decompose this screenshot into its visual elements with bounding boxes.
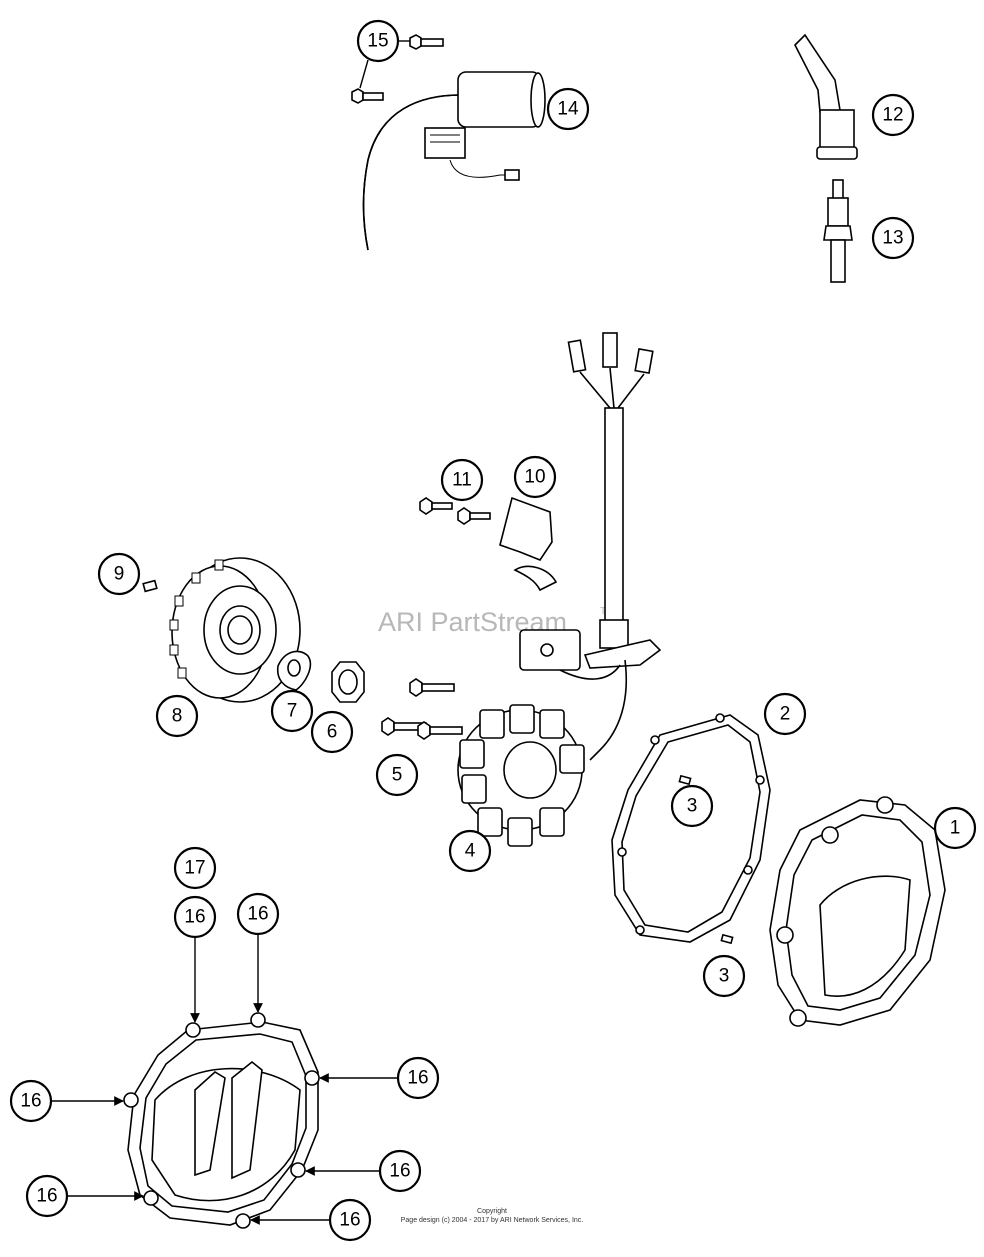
copyright-line-1: Copyright bbox=[477, 1208, 507, 1215]
callout-17[interactable]: 17 bbox=[173, 846, 217, 890]
callout-12[interactable]: 12 bbox=[871, 93, 915, 137]
copyright: Copyright Page design (c) 2004 - 2017 by… bbox=[401, 1208, 584, 1224]
callout-13-label: 13 bbox=[882, 228, 903, 249]
callout-2-label: 2 bbox=[780, 704, 791, 725]
callout-13[interactable]: 13 bbox=[871, 216, 915, 260]
callout-16-e[interactable]: 16 bbox=[378, 1149, 422, 1193]
callout-15-label: 15 bbox=[367, 31, 388, 52]
callout-15[interactable]: 15 bbox=[356, 19, 400, 63]
wiring-harness bbox=[519, 332, 662, 761]
callout-1[interactable]: 1 bbox=[933, 806, 977, 850]
callout-1-label: 1 bbox=[950, 818, 961, 839]
callout-11[interactable]: 11 bbox=[440, 458, 484, 502]
callout-2[interactable]: 2 bbox=[763, 692, 807, 736]
callout-16-f-label: 16 bbox=[36, 1186, 57, 1207]
part-8-flywheel bbox=[169, 557, 301, 703]
callout-3-lower-label: 3 bbox=[719, 966, 730, 987]
callout-16-a-label: 16 bbox=[184, 907, 205, 928]
callout-3-upper-label: 3 bbox=[687, 796, 698, 817]
part-7-washer bbox=[276, 650, 312, 691]
leader-lines bbox=[51, 40, 410, 1225]
callout-5-label: 5 bbox=[392, 765, 403, 786]
callout-12-label: 12 bbox=[882, 105, 903, 126]
callout-16-c[interactable]: 16 bbox=[396, 1056, 440, 1100]
callout-16-d[interactable]: 16 bbox=[9, 1079, 53, 1123]
callout-9-label: 9 bbox=[114, 564, 125, 585]
callout-9[interactable]: 9 bbox=[97, 552, 141, 596]
callout-5[interactable]: 5 bbox=[375, 753, 419, 797]
callout-16-b[interactable]: 16 bbox=[236, 892, 280, 936]
callout-10[interactable]: 10 bbox=[513, 455, 557, 499]
callout-14-label: 14 bbox=[557, 99, 579, 120]
callout-8[interactable]: 8 bbox=[155, 694, 199, 738]
callout-3-lower[interactable]: 3 bbox=[702, 954, 746, 998]
callout-14[interactable]: 14 bbox=[546, 87, 590, 131]
callout-4[interactable]: 4 bbox=[448, 829, 492, 873]
callout-16-d-label: 16 bbox=[20, 1091, 41, 1112]
callout-16-e-label: 16 bbox=[389, 1161, 410, 1182]
part-2-gasket bbox=[611, 713, 771, 943]
callout-7[interactable]: 7 bbox=[270, 689, 314, 733]
callout-16-a[interactable]: 16 bbox=[173, 895, 217, 939]
part-3-dowels bbox=[678, 774, 734, 945]
callout-11-label: 11 bbox=[452, 470, 472, 491]
part-12-plug-cap bbox=[794, 33, 858, 160]
part-4-stator bbox=[457, 704, 585, 847]
part-13-spark-plug bbox=[823, 179, 853, 283]
part-5-bolts bbox=[381, 678, 463, 740]
callout-6-label: 6 bbox=[327, 722, 338, 743]
callout-8-label: 8 bbox=[172, 706, 183, 727]
callout-3-upper[interactable]: 3 bbox=[670, 784, 714, 828]
part-14-ignition-coil bbox=[362, 71, 546, 251]
callout-16-f[interactable]: 16 bbox=[25, 1174, 69, 1218]
ignition-cover-front bbox=[123, 1012, 320, 1229]
callout-16-g[interactable]: 16 bbox=[328, 1198, 372, 1242]
copyright-line-2: Page design (c) 2004 - 2017 by ARI Netwo… bbox=[401, 1217, 584, 1224]
callout-16-b-label: 16 bbox=[247, 904, 268, 925]
part-11-bolts bbox=[419, 497, 491, 525]
part-9-key bbox=[142, 579, 158, 593]
part-1-ignition-cover bbox=[769, 796, 946, 1027]
callout-7-label: 7 bbox=[287, 701, 298, 722]
part-15-bolts bbox=[351, 34, 444, 104]
callout-10-label: 10 bbox=[524, 467, 545, 488]
part-10-pickup bbox=[499, 496, 558, 592]
callout-4-label: 4 bbox=[465, 841, 476, 862]
callout-16-c-label: 16 bbox=[407, 1068, 428, 1089]
callout-16-g-label: 16 bbox=[339, 1210, 360, 1231]
callout-17-label: 17 bbox=[184, 858, 205, 879]
callout-6[interactable]: 6 bbox=[310, 710, 354, 754]
part-6-nut bbox=[331, 661, 365, 703]
